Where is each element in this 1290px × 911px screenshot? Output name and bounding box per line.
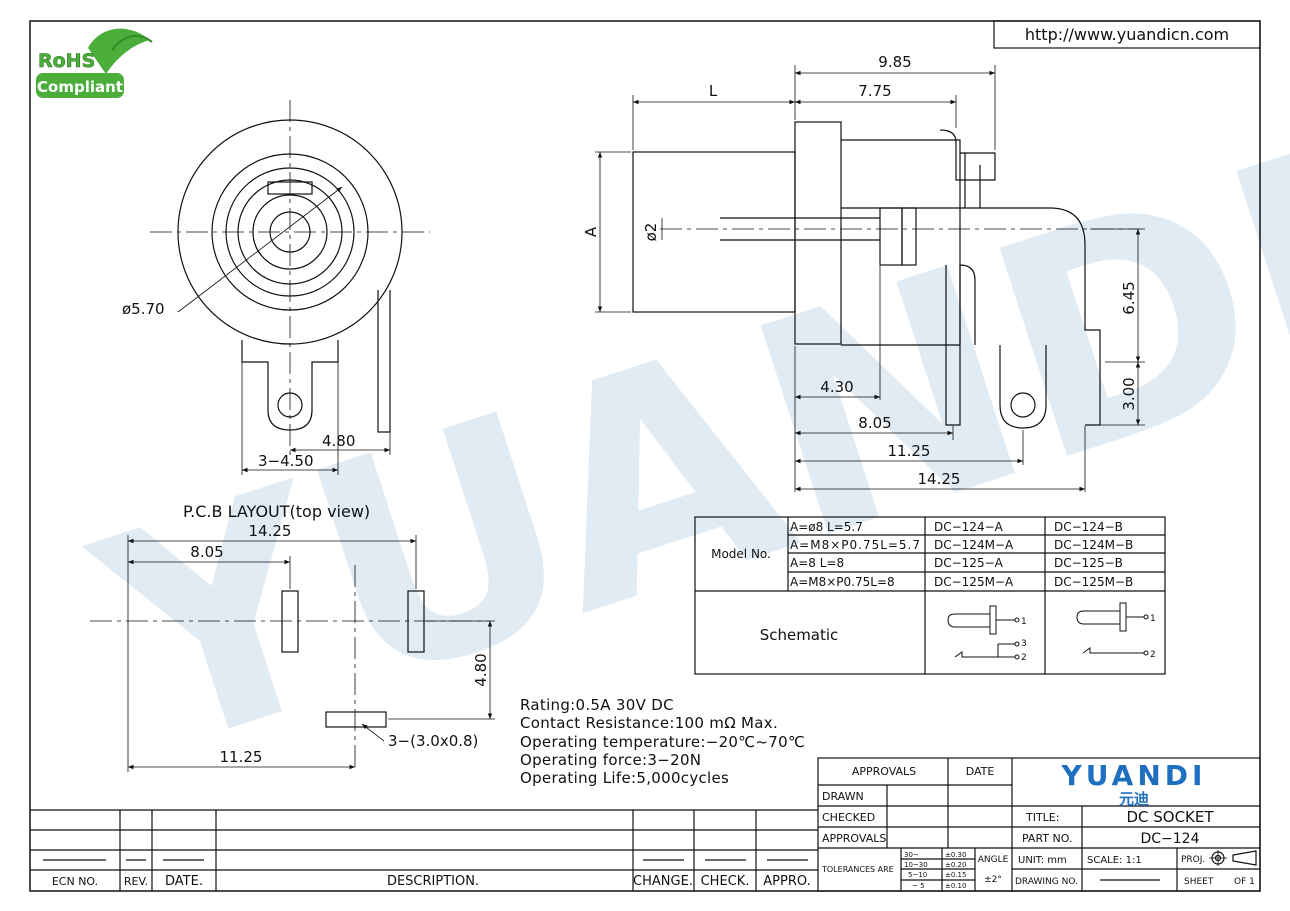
- spec-notes: Rating:0.5A 30V DC Contact Resistance:10…: [520, 696, 805, 787]
- model-a: DC−124−A: [934, 520, 1004, 534]
- tol-range: ~ 5: [912, 882, 925, 890]
- pcb-layout: [90, 535, 495, 772]
- pin-a-3: 3: [1021, 639, 1027, 649]
- pcb-dim-1425: 14.25: [249, 522, 292, 540]
- front-dim-3-450: 3−4.50: [258, 452, 314, 470]
- model-table: [694, 516, 1166, 675]
- model-a: DC−125M−A: [934, 575, 1014, 589]
- model-label: Model No.: [711, 547, 771, 561]
- pcb-hole-note: 3−(3.0x0.8): [388, 732, 478, 750]
- model-b: DC−124−B: [1054, 520, 1123, 534]
- sheet-border: [29, 20, 1261, 892]
- tol-value: ±0.10: [945, 882, 966, 890]
- model-a: DC−125−A: [934, 556, 1004, 570]
- tb-approvals: APPROVALS: [822, 832, 886, 845]
- tb-part-value: DC−124: [1140, 831, 1199, 847]
- side-dim-300: 3.00: [1120, 377, 1138, 410]
- front-dim-480: 4.80: [322, 432, 355, 450]
- side-dim-805: 8.05: [858, 414, 891, 432]
- spec-rating: Rating:0.5A 30V DC: [520, 696, 674, 714]
- side-view: [595, 65, 1145, 492]
- model-spec: A=ø8 L=5.7: [790, 520, 863, 534]
- model-b: DC−124M−B: [1054, 538, 1133, 552]
- tol-ranges: 30~ 10~30 5~10 ~ 5 ±0.30 ±0.20 ±0.15 ±0.…: [904, 851, 966, 890]
- side-dim-430: 4.30: [820, 378, 853, 396]
- pin-a-2: 2: [1021, 653, 1027, 663]
- tol-value: ±0.20: [945, 861, 966, 869]
- tb-title-value: DC SOCKET: [1126, 808, 1214, 826]
- tb-tolerances: TOLERANCES ARE: [821, 865, 894, 874]
- tb-unit: UNIT: mm: [1018, 855, 1067, 866]
- pcb-dim-805: 8.05: [190, 543, 223, 561]
- pin-b-1: 1: [1150, 614, 1156, 624]
- side-dim-L: L: [709, 82, 718, 100]
- side-dim-1125: 11.25: [888, 442, 931, 460]
- rev-rev: REV.: [124, 875, 148, 888]
- front-view: [150, 100, 430, 475]
- tb-drawing-no: DRAWING NO.: [1015, 877, 1078, 887]
- model-a: DC−124M−A: [934, 538, 1014, 552]
- tol-value: ±0.30: [945, 851, 966, 859]
- model-spec: A=M8×P0.75L=5.7: [790, 538, 920, 552]
- schematic-b: [1076, 602, 1149, 656]
- spec-temperature: Operating temperature:−20℃~70℃: [520, 733, 805, 751]
- url-text: http://www.yuandicn.com: [1025, 25, 1229, 44]
- side-dim-775: 7.75: [858, 82, 891, 100]
- tb-angle: ANGLE: [978, 855, 1009, 865]
- tb-of: OF 1: [1234, 877, 1255, 887]
- tb-proj: PROJ.: [1181, 855, 1205, 865]
- tb-sheet: SHEET: [1184, 877, 1214, 887]
- tb-approvals-hdr: APPROVALS: [852, 765, 916, 778]
- spec-contact: Contact Resistance:100 mΩ Max.: [520, 714, 778, 732]
- tol-range: 10~30: [904, 861, 928, 869]
- model-b: DC−125−B: [1054, 556, 1123, 570]
- rev-date: DATE.: [165, 874, 203, 889]
- tb-angle-val: ±2°: [984, 875, 1002, 885]
- tol-range: 30~: [904, 851, 919, 859]
- spec-force: Operating force:3−20N: [520, 751, 701, 769]
- model-b: DC−125M−B: [1054, 575, 1133, 589]
- side-dim-phi2: ø2: [642, 223, 660, 242]
- rev-change: CHANGE.: [633, 874, 693, 889]
- side-dim-A: A: [582, 226, 600, 237]
- side-dim-645: 6.45: [1120, 281, 1138, 314]
- model-rows: A=ø8 L=5.7 DC−124−A DC−124−B A=M8×P0.75L=5.…: [790, 520, 1133, 589]
- tb-title-label: TITLE:: [1025, 811, 1059, 824]
- rev-check: CHECK.: [701, 874, 750, 889]
- tol-value: ±0.15: [945, 871, 966, 879]
- tb-drawn: DRAWN: [822, 790, 864, 803]
- side-dim-1425: 14.25: [918, 470, 961, 488]
- schematic-a: [947, 605, 1020, 660]
- rohs-line1: RoHS: [38, 50, 95, 72]
- rev-description: DESCRIPTION.: [387, 874, 479, 889]
- tb-date-hdr: DATE: [966, 765, 995, 778]
- rev-ecn: ECN NO.: [52, 875, 98, 888]
- tb-part-label: PART NO.: [1022, 832, 1072, 845]
- pcb-title: P.C.B LAYOUT(top view): [183, 502, 370, 521]
- pcb-dim-480: 4.80: [472, 653, 490, 686]
- rohs-line2: Compliant: [37, 78, 123, 96]
- tol-range: 5~10: [908, 871, 927, 879]
- brand-logo: YUANDI: [1061, 759, 1207, 792]
- tb-scale: SCALE: 1:1: [1087, 855, 1142, 866]
- pcb-dim-1125: 11.25: [220, 748, 263, 766]
- brand-cn: 元迪: [1119, 790, 1149, 808]
- revision-block: [30, 809, 818, 891]
- side-dim-985: 9.85: [878, 53, 911, 71]
- spec-life: Operating Life:5,000cycles: [520, 769, 729, 787]
- front-dia-label: ø5.70: [122, 300, 165, 318]
- model-spec: A=M8×P0.75L=8: [790, 575, 895, 589]
- rohs-logo: RoHS Compliant: [36, 28, 153, 98]
- pin-a-1: 1: [1021, 617, 1027, 627]
- url-box: http://www.yuandicn.com: [993, 20, 1261, 49]
- title-block: [817, 757, 1261, 892]
- pin-b-2: 2: [1150, 650, 1156, 660]
- schematic-label: Schematic: [760, 626, 839, 644]
- tb-checked: CHECKED: [822, 811, 875, 824]
- rev-appro: APPRO.: [763, 874, 810, 889]
- model-spec: A=8 L=8: [790, 556, 844, 570]
- watermark-text: YUANDI: [61, 89, 1290, 823]
